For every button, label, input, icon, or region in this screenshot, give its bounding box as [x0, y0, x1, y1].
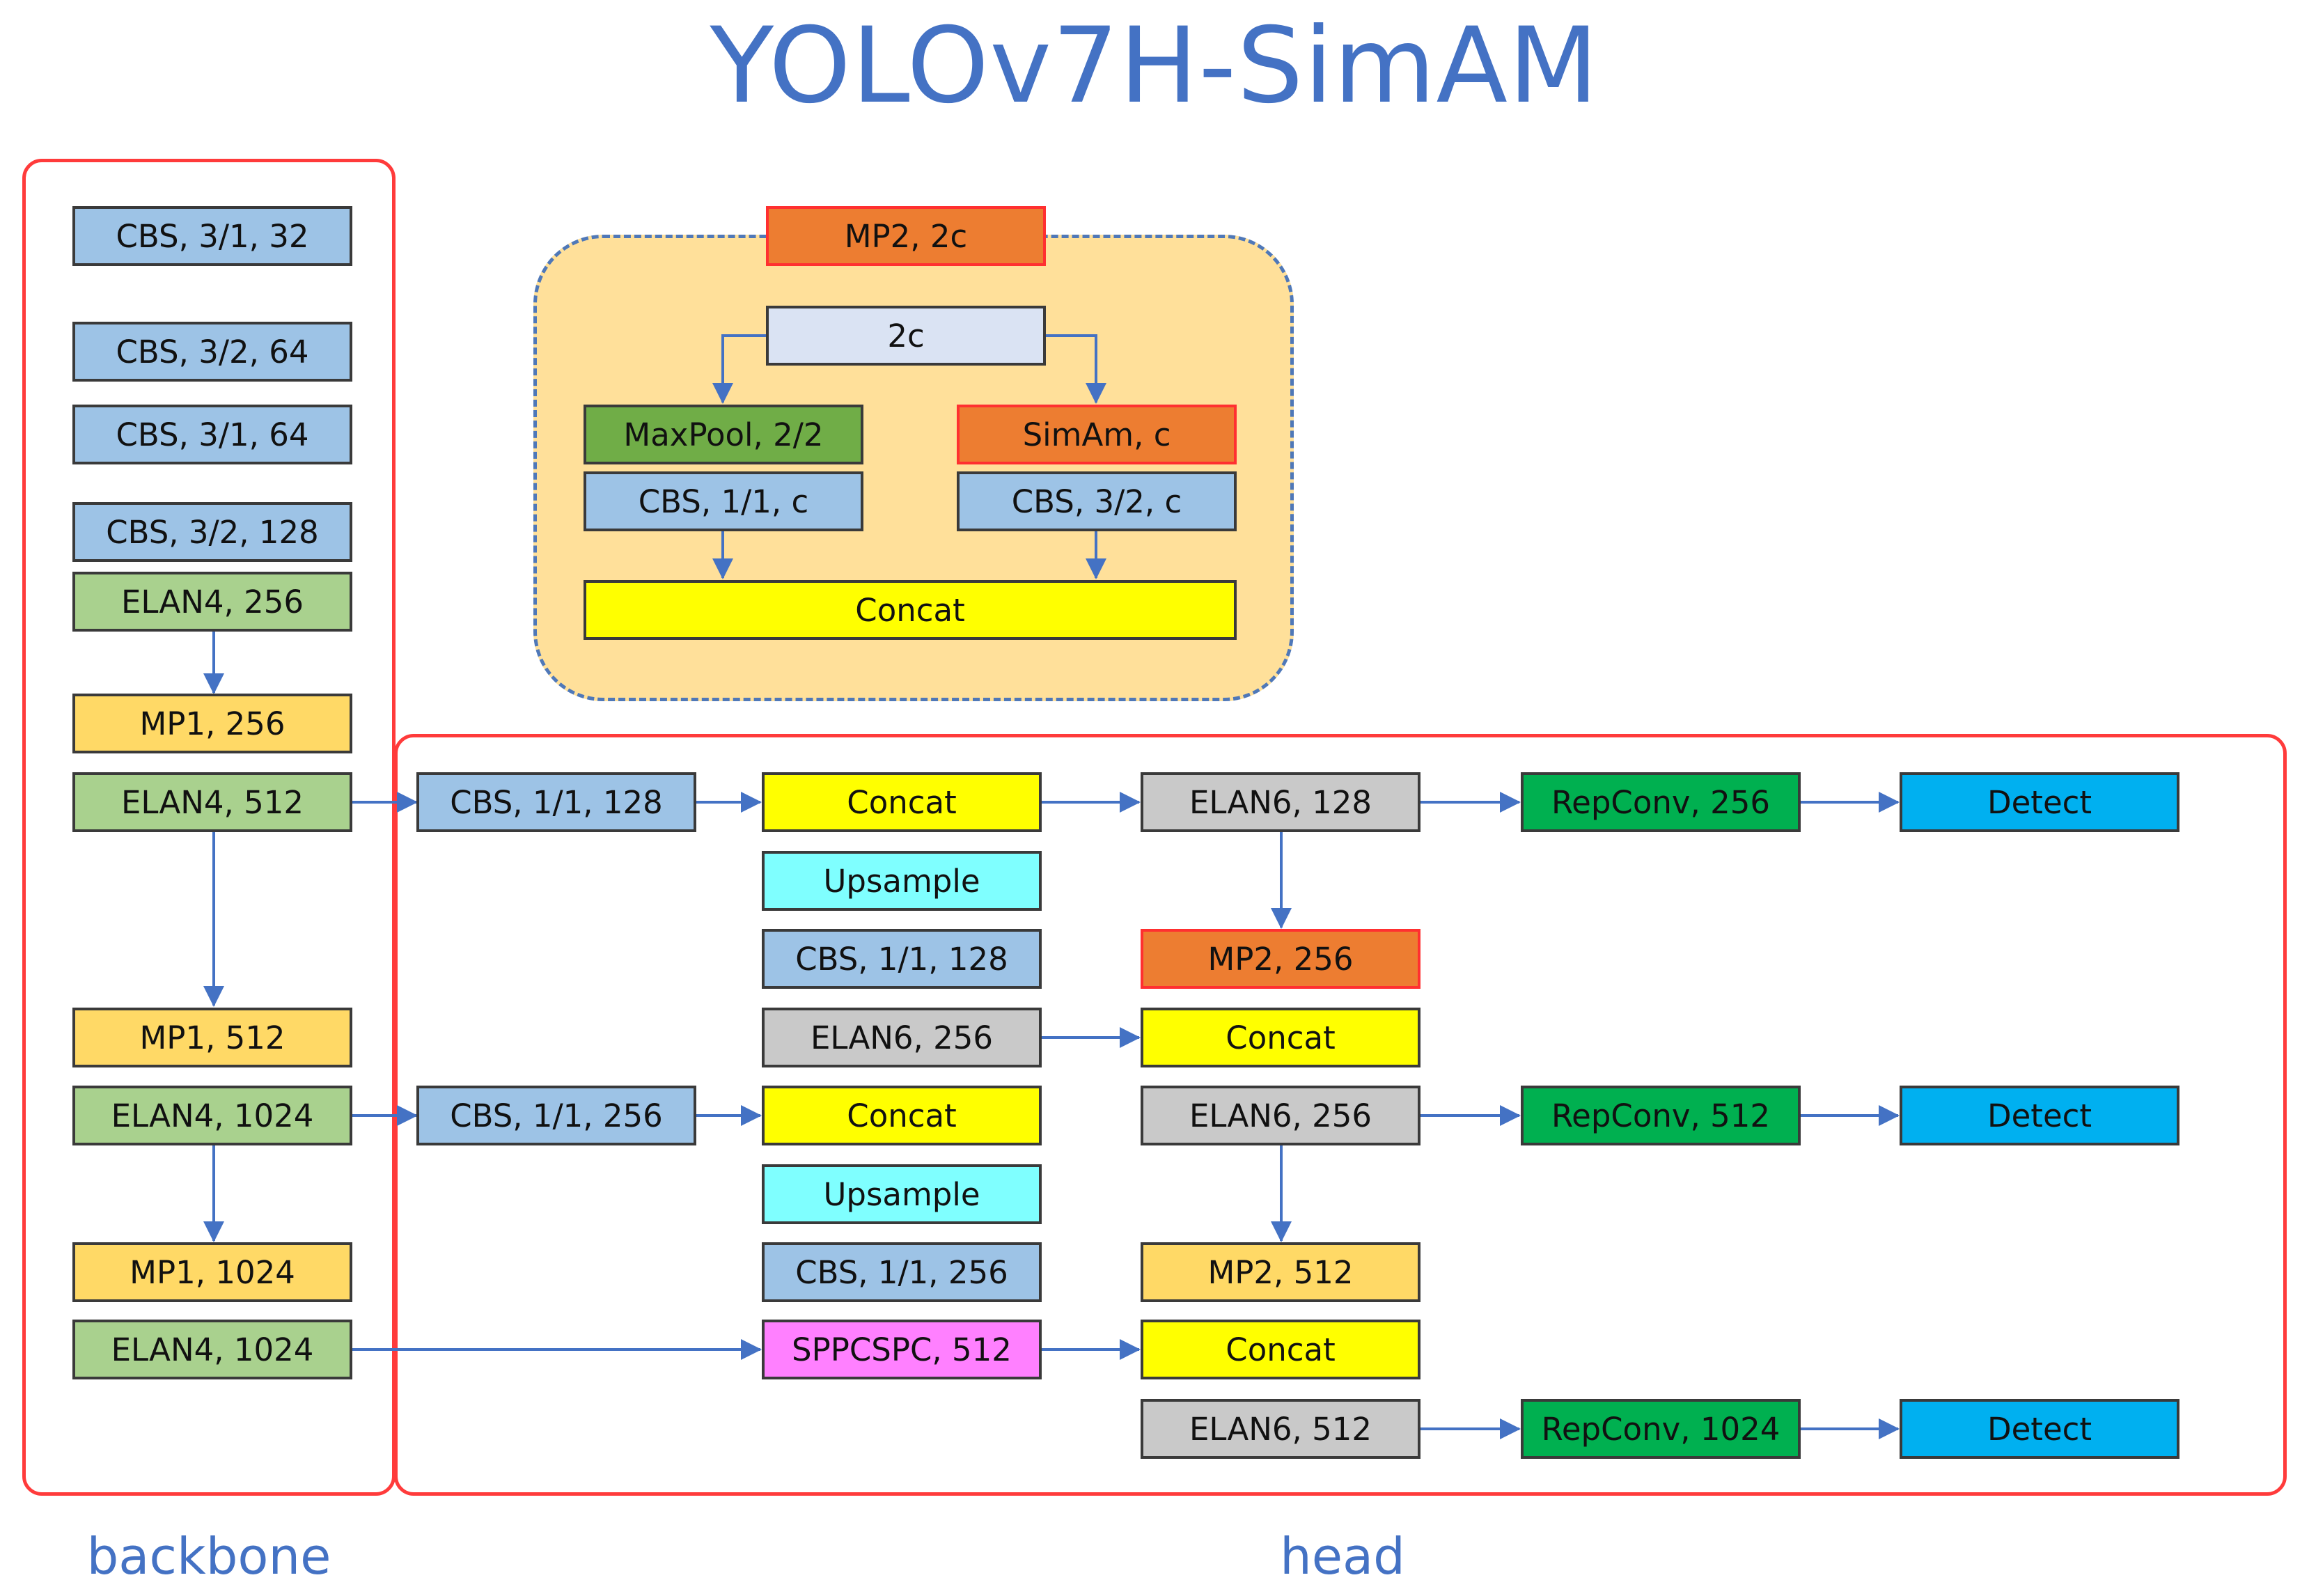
head-upsample-1: Upsample	[762, 851, 1042, 911]
backbone-cbs-3-1-32: CBS, 3/1, 32	[72, 206, 352, 266]
backbone-cbs-3-2-128: CBS, 3/2, 128	[72, 502, 352, 562]
head-detect-1: Detect	[1900, 772, 2179, 832]
head-concat-4: Concat	[1141, 1320, 1420, 1379]
head-cbs-1-1-128-a: CBS, 1/1, 128	[416, 772, 696, 832]
diagram-title: YOLOv7H-SimAM	[710, 6, 1599, 127]
head-elan6-128: ELAN6, 128	[1141, 772, 1420, 832]
backbone-elan4-512: ELAN4, 512	[72, 772, 352, 832]
backbone-mp1-1024: MP1, 1024	[72, 1242, 352, 1302]
head-concat-2: Concat	[762, 1086, 1042, 1145]
mp2-module-simam: SimAm, c	[957, 405, 1237, 464]
head-repconv-512: RepConv, 512	[1521, 1086, 1801, 1145]
head-repconv-256: RepConv, 256	[1521, 772, 1801, 832]
backbone-label: backbone	[86, 1527, 331, 1586]
head-repconv-1024: RepConv, 1024	[1521, 1399, 1801, 1459]
backbone-mp1-256: MP1, 256	[72, 694, 352, 753]
head-label: head	[1280, 1527, 1405, 1586]
head-cbs-1-1-128-b: CBS, 1/1, 128	[762, 929, 1042, 989]
arrow-2c-to-maxpool	[712, 334, 766, 404]
mp2-module-input: 2c	[766, 306, 1046, 366]
head-mp2-256: MP2, 256	[1141, 929, 1420, 989]
head-sppcspc-512: SPPCSPC, 512	[762, 1320, 1042, 1379]
backbone-cbs-3-1-64: CBS, 3/1, 64	[72, 405, 352, 464]
backbone-elan4-256: ELAN4, 256	[72, 572, 352, 632]
backbone-elan4-1024-b: ELAN4, 1024	[72, 1320, 352, 1379]
backbone-cbs-3-2-64: CBS, 3/2, 64	[72, 322, 352, 382]
mp2-module-cbs-right: CBS, 3/2, c	[957, 471, 1237, 531]
head-elan6-256-b: ELAN6, 256	[1141, 1086, 1420, 1145]
mp2-module-concat: Concat	[584, 580, 1237, 640]
head-mp2-512: MP2, 512	[1141, 1242, 1420, 1302]
head-elan6-512: ELAN6, 512	[1141, 1399, 1420, 1459]
backbone-region	[22, 159, 396, 1496]
mp2-module-cbs-left: CBS, 1/1, c	[584, 471, 863, 531]
mp2-module-header: MP2, 2c	[766, 206, 1046, 266]
head-cbs-1-1-256-a: CBS, 1/1, 256	[416, 1086, 696, 1145]
arrow-2c-to-simam	[1046, 334, 1106, 404]
head-concat-3: Concat	[1141, 1008, 1420, 1067]
head-cbs-1-1-256-b: CBS, 1/1, 256	[762, 1242, 1042, 1302]
head-detect-2: Detect	[1900, 1086, 2179, 1145]
head-elan6-256-a: ELAN6, 256	[762, 1008, 1042, 1067]
head-upsample-2: Upsample	[762, 1164, 1042, 1224]
backbone-elan4-1024-a: ELAN4, 1024	[72, 1086, 352, 1145]
mp2-module-maxpool: MaxPool, 2/2	[584, 405, 863, 464]
backbone-mp1-512: MP1, 512	[72, 1008, 352, 1067]
head-detect-3: Detect	[1900, 1399, 2179, 1459]
head-concat-1: Concat	[762, 772, 1042, 832]
